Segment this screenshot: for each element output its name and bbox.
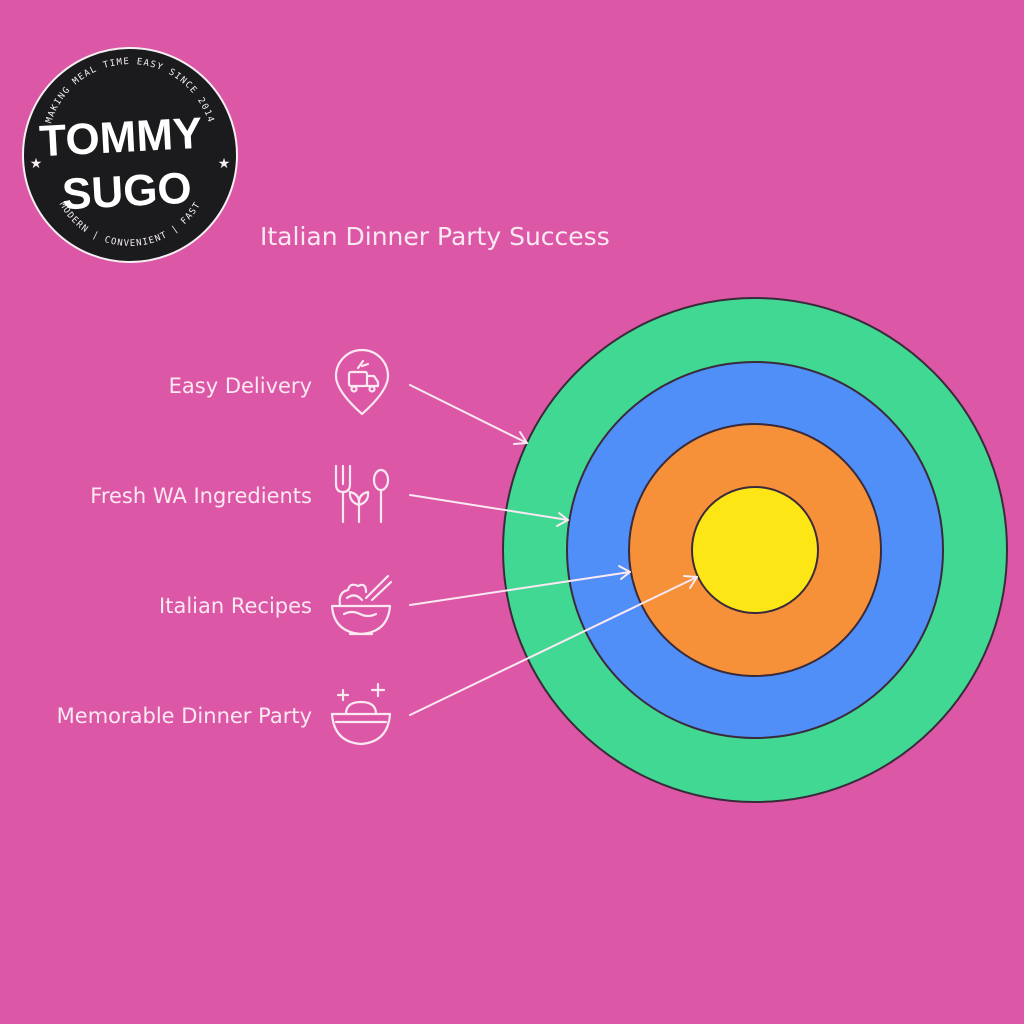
logo-star-left: ★	[30, 156, 43, 172]
fork-leaf-spoon-icon	[334, 464, 390, 524]
delivery-pin-icon	[334, 348, 390, 416]
tommy-sugo-logo: MAKING MEAL TIME EASY SINCE 2014 MODERN …	[22, 47, 238, 263]
logo-star-right: ★	[218, 156, 231, 172]
label-easy-delivery: Easy Delivery	[168, 374, 312, 398]
arrow-italian-recipes	[409, 565, 631, 606]
arrow-fresh-ingredients	[409, 494, 569, 527]
noodle-bowl-icon	[330, 574, 393, 636]
label-italian-recipes: Italian Recipes	[159, 594, 312, 618]
label-fresh-wa-ingredients: Fresh WA Ingredients	[90, 484, 312, 508]
logo-brand-line1: TOMMY	[38, 109, 203, 166]
logo-brand-line2: SUGO	[61, 164, 193, 220]
target-rings	[502, 297, 1008, 803]
sparkle-bowl-icon	[330, 682, 392, 746]
arrow-dinner-party	[409, 575, 698, 716]
diagram-title: Italian Dinner Party Success	[260, 222, 610, 251]
arrow-easy-delivery	[409, 384, 528, 445]
ring-center-dinner-party	[691, 486, 819, 614]
label-memorable-dinner-party: Memorable Dinner Party	[56, 704, 312, 728]
